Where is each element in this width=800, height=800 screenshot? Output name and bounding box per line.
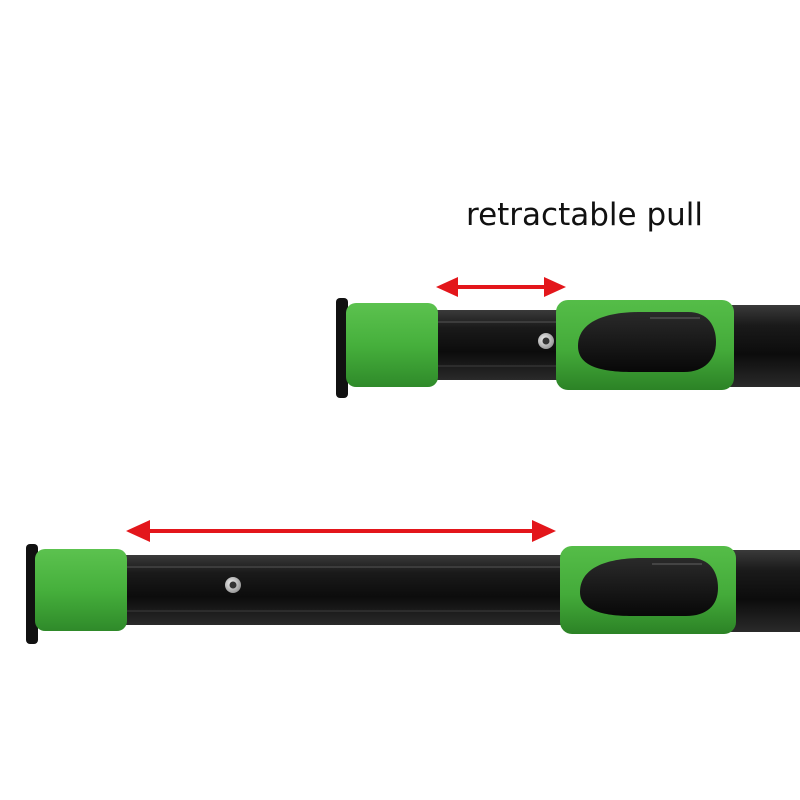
bottom-green-end-cap <box>35 549 127 631</box>
hex-socket-screw-icon <box>538 333 554 349</box>
bottom-inner-tube <box>120 555 570 625</box>
bottom-black-grip-insert-icon <box>580 558 718 616</box>
hex-socket-screw-icon <box>225 577 241 593</box>
bottom-outer-tube <box>725 550 800 632</box>
top-end-plate <box>336 298 348 398</box>
bottom-bar-assembly <box>26 544 800 644</box>
bottom-double-arrow-icon <box>126 520 556 542</box>
top-green-end-cap <box>346 303 438 387</box>
top-bar-assembly <box>336 298 800 398</box>
top-double-arrow-icon <box>436 277 566 297</box>
top-black-grip-insert-icon <box>578 312 716 372</box>
retractable-pull-caption: retractable pull <box>466 197 703 233</box>
